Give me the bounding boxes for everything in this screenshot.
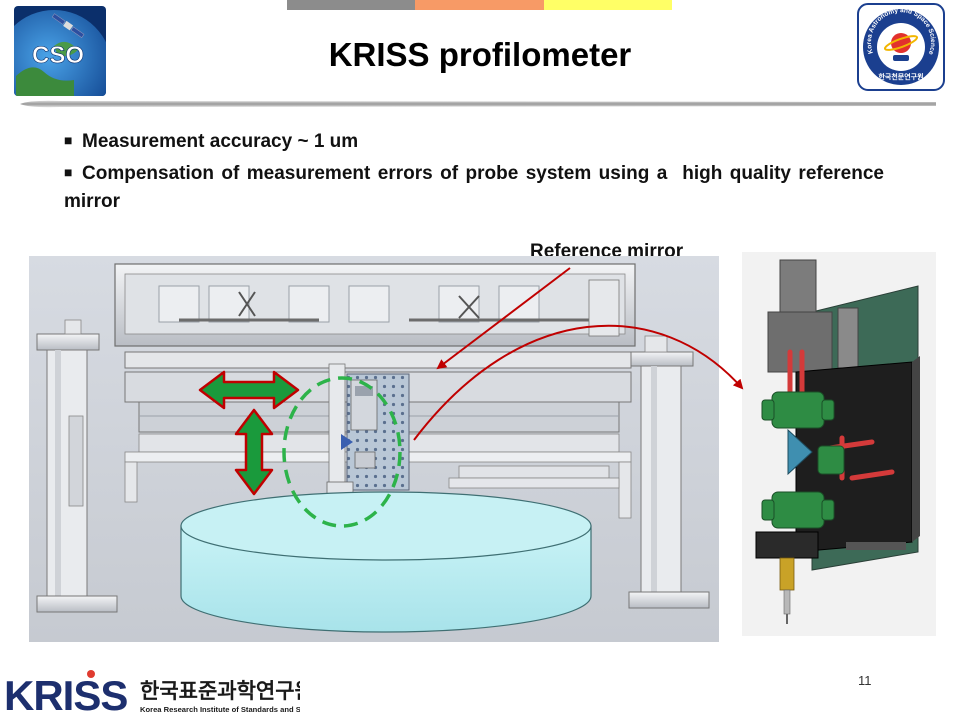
top-color-bar <box>287 0 672 10</box>
square-bullet-icon: ■ <box>64 164 73 180</box>
bullet-item: ■ Measurement accuracy ~ 1 um <box>64 126 884 156</box>
kriss-logo: KRISS 한국표준과학연구원 Korea Research Institute… <box>4 670 300 718</box>
bullet-text: Compensation of measurement errors of pr… <box>64 163 890 212</box>
kasi-logo: Korea Astronomy and Space Science Instit… <box>855 0 945 91</box>
square-bullet-icon: ■ <box>64 132 73 148</box>
cso-logo-text: CSO <box>32 42 84 69</box>
bar-gray <box>287 0 415 10</box>
profilometer-cad-figure <box>29 256 719 642</box>
bullet-item: ■Compensation of measurement errors of p… <box>64 158 884 216</box>
kasi-korean-text: 한국천문연구원 <box>878 72 923 81</box>
page-title: KRISS profilometer <box>328 36 632 73</box>
page-number: 11 <box>858 673 872 688</box>
cso-logo: CSO <box>14 6 106 96</box>
probe-detail-figure <box>742 252 936 636</box>
bullet-list: ■ Measurement accuracy ~ 1 um ■Compensati… <box>64 126 884 216</box>
kasi-logo-graphic: Korea Astronomy and Space Science Instit… <box>855 0 945 91</box>
bar-orange <box>415 0 544 10</box>
title-divider <box>20 100 936 108</box>
bar-yellow <box>544 0 672 10</box>
bullet-text: Measurement accuracy ~ 1 um <box>82 131 359 152</box>
kriss-english-text: Korea Research Institute of Standards an… <box>140 705 300 714</box>
kriss-korean-text: 한국표준과학연구원 <box>140 679 300 703</box>
cso-logo-graphic: CSO <box>14 6 106 96</box>
kriss-logo-text: KRISS <box>4 672 127 718</box>
